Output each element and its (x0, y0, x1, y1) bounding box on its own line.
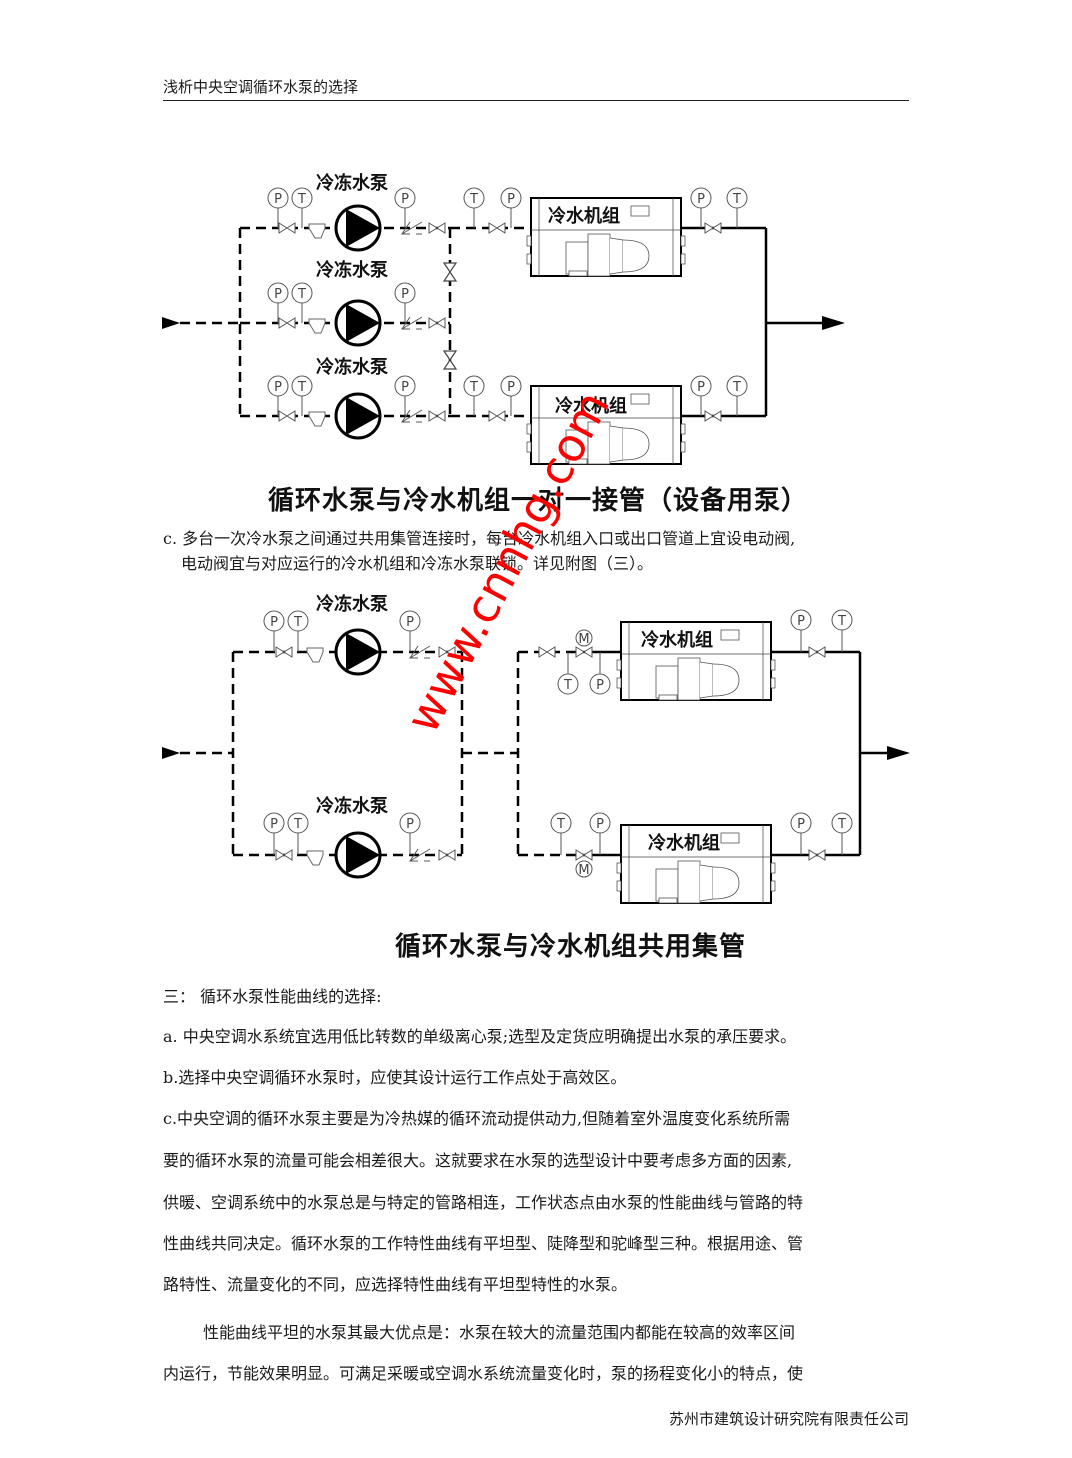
gauge-label: T (293, 615, 302, 630)
pump-row (233, 628, 462, 676)
gauge-label: T (297, 380, 306, 395)
chiller-label: 冷水机组 (641, 629, 713, 651)
item-c-line: 供暖、空调系统中的水泵总是与特定的管路相连，工作状态点由水泵的性能曲线与管路的特 (163, 1193, 804, 1212)
diagram-shared-header: M M P T P (162, 593, 910, 904)
item-b: b.选择中央空调循环水泵时，应使其设计运行工作点处于高效区。 (163, 1068, 627, 1087)
paragraph-line: 内运行，节能效果明显。可满足采暖或空调水系统流量变化时，泵的扬程变化小的特点，使 (163, 1364, 804, 1383)
pump-icon (334, 831, 382, 879)
outlet-arrow-icon (887, 746, 910, 760)
gauge-label: P (507, 380, 515, 395)
item-c-line: 要的循环水泵的流量可能会相差很大。这就要求在水泵的选型设计中要考虑多方面的因素, (163, 1151, 793, 1170)
gauge-label: P (697, 380, 705, 395)
pump-label: 冷冻水泵 (316, 795, 388, 817)
gauge-label: P (274, 380, 282, 395)
motor-valve-label: M (578, 632, 589, 647)
gauge-label: P (270, 817, 278, 832)
item-c-line: c.中央空调的循环水泵主要是为冷热媒的循环流动提供动力,但随着室外温度变化系统所… (163, 1109, 791, 1128)
gauge-label: P (797, 817, 805, 832)
footer-company: 苏州市建筑设计研究院有限责任公司 (668, 1410, 909, 1428)
pump-row (240, 204, 450, 252)
paragraph-c-line: c. 多台一次冷水泵之间通过共用集管连接时，每台冷水机组入口或出口管道上宜设电动… (163, 529, 796, 548)
gauge-label: T (732, 380, 741, 395)
chiller-label: 冷水机组 (648, 832, 720, 854)
gauge-label: P (401, 287, 409, 302)
pump-row (240, 392, 450, 440)
inlet-arrow-icon (162, 747, 180, 759)
gauge-label: T (837, 817, 846, 832)
gauge-label: T (563, 678, 572, 693)
item-c-line: 性曲线共同决定。循环水泵的工作特性曲线有平坦型、陡降型和驼峰型三种。根据用途、管 (163, 1234, 804, 1253)
inlet-arrow-icon (162, 317, 180, 329)
chiller-label: 冷水机组 (548, 205, 620, 227)
gauge-label: P (270, 615, 278, 630)
diagram2-caption: 循环水泵与冷水机组共用集管 (395, 932, 747, 962)
gauge-label: P (507, 192, 515, 207)
paragraph-c-line: 电动阀宜与对应运行的冷水机组和冷冻水泵联锁。详见附图（三）。 (181, 554, 654, 573)
pump-row (233, 831, 462, 879)
pump-row (240, 299, 450, 347)
gauge-label: T (469, 192, 478, 207)
gauge-label: P (697, 192, 705, 207)
gauge-label: T (837, 614, 846, 629)
outlet-arrow-icon (822, 316, 845, 330)
gauge-label: T (469, 380, 478, 395)
pump-label: 冷冻水泵 (316, 356, 388, 378)
item-a: a. 中央空调水系统宜选用低比转数的单级离心泵;选型及定货应明确提出水泵的承压要… (163, 1027, 797, 1046)
chiller-label: 冷水机组 (555, 395, 627, 417)
gauge-label: T (297, 192, 306, 207)
pump-icon (334, 299, 382, 347)
page-header: 浅析中央空调循环水泵的选择 (163, 76, 909, 101)
gauge-label: P (401, 192, 409, 207)
pump-icon (334, 628, 382, 676)
gauge-label: P (596, 817, 604, 832)
section-heading: 三： 循环水泵性能曲线的选择: (163, 987, 382, 1006)
motor-valve-label: M (578, 863, 589, 878)
gauge-label: T (732, 192, 741, 207)
item-c-line: 路特性、流量变化的不同，应选择特性曲线有平坦型特性的水泵。 (163, 1275, 628, 1294)
gauge-label: T (297, 287, 306, 302)
gauge-label: P (274, 192, 282, 207)
pump-label: 冷冻水泵 (316, 172, 388, 194)
paragraph-line: 性能曲线平坦的水泵其最大优点是：水泵在较大的流量范围内都能在较高的效率区间 (203, 1323, 796, 1342)
header-title: 浅析中央空调循环水泵的选择 (163, 78, 359, 96)
gauge-label: T (293, 817, 302, 832)
gauge-label: P (797, 614, 805, 629)
gauge-label: P (406, 615, 414, 630)
pump-label: 冷冻水泵 (316, 259, 388, 281)
diagram-one-to-one: P T P T P P T P T P P T P T P P T 冷冻水泵 冷… (162, 172, 845, 465)
pump-icon (334, 392, 382, 440)
gauge-label: P (596, 678, 604, 693)
pump-label: 冷冻水泵 (316, 593, 388, 615)
gauge-label: T (556, 817, 565, 832)
gauge-label: P (401, 380, 409, 395)
gauge-label: P (274, 287, 282, 302)
pump-icon (334, 204, 382, 252)
gauge-label: P (406, 817, 414, 832)
diagram1-caption: 循环水泵与冷水机组一对一接管（设备用泵） (268, 486, 809, 516)
